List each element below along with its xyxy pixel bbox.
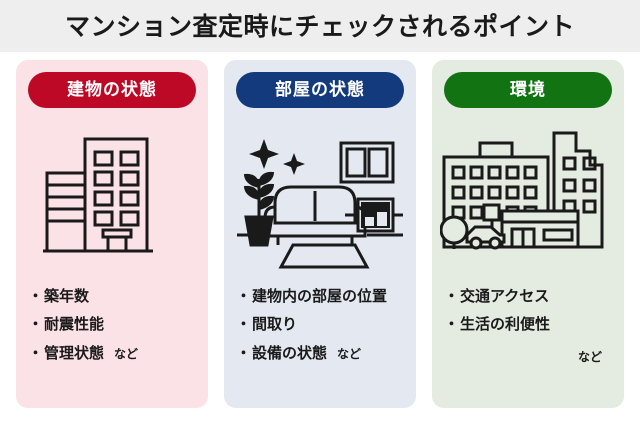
card-environment: 環境 (432, 60, 624, 408)
illustration-environment (432, 108, 624, 288)
title-banner: マンション査定時にチェックされるポイント (0, 0, 640, 52)
list-item: ・ 建物内の部屋の位置 (236, 287, 406, 305)
list-item: ・ 管理状態 など (28, 343, 198, 362)
list-item: ・ 耐震性能 (28, 315, 198, 334)
bullet-marker: ・ (236, 315, 252, 334)
bullet-list-building: ・ 築年数 ・ 耐震性能 ・ 管理状態 など (16, 287, 208, 408)
list-item-label: 交通アクセス (460, 287, 550, 305)
bullet-marker: ・ (236, 287, 252, 305)
bullet-marker: ・ (444, 315, 460, 334)
list-item-label: 建物内の部屋の位置 (252, 287, 388, 305)
page-title: マンション査定時にチェックされるポイント (64, 11, 575, 41)
bullet-marker: ・ (28, 343, 44, 362)
bullet-list-environment: ・ 交通アクセス ・ 生活の利便性 など (432, 287, 624, 408)
list-item-suffix: など (114, 346, 139, 361)
illustration-building (16, 108, 208, 288)
list-item: ・ 設備の状態 など (236, 343, 406, 362)
card-room: 部屋の状態 (224, 60, 416, 408)
sparkle-icon-small (283, 153, 305, 175)
bullet-list-room: ・ 建物内の部屋の位置 ・ 間取り ・ 設備の状態 など (224, 287, 416, 408)
list-item-label: 築年数 (44, 287, 90, 305)
bullet-marker: ・ (444, 287, 460, 305)
bullet-marker: ・ (28, 315, 44, 334)
apartment-building-icon (43, 137, 153, 253)
illustration-room (224, 108, 416, 288)
sparkle-icon (249, 139, 279, 169)
card-header-environment: 環境 (444, 72, 612, 108)
trailing-note-environment: など (577, 349, 602, 364)
list-item-suffix: など (337, 346, 362, 361)
list-item-label: 間取り (252, 315, 298, 334)
list-item: ・ 間取り (236, 315, 406, 334)
list-item-label: 管理状態 (44, 343, 105, 362)
cards-row: 建物の状態 (16, 60, 624, 408)
bullet-marker: ・ (236, 343, 252, 362)
list-item-label: 耐震性能 (44, 315, 105, 334)
card-header-room: 部屋の状態 (236, 72, 404, 108)
card-header-building: 建物の状態 (28, 72, 196, 108)
list-item-label: 設備の状態 (252, 343, 328, 362)
bullet-marker: ・ (28, 287, 44, 305)
cityscape-icon (440, 131, 604, 250)
list-item: ・ 交通アクセス (444, 287, 614, 305)
list-item: ・ 築年数 (28, 287, 198, 305)
list-item-label: 生活の利便性 (460, 315, 551, 334)
card-building: 建物の状態 (16, 60, 208, 408)
list-item: ・ 生活の利便性 (444, 315, 614, 334)
living-room-sofa-icon (237, 139, 403, 269)
